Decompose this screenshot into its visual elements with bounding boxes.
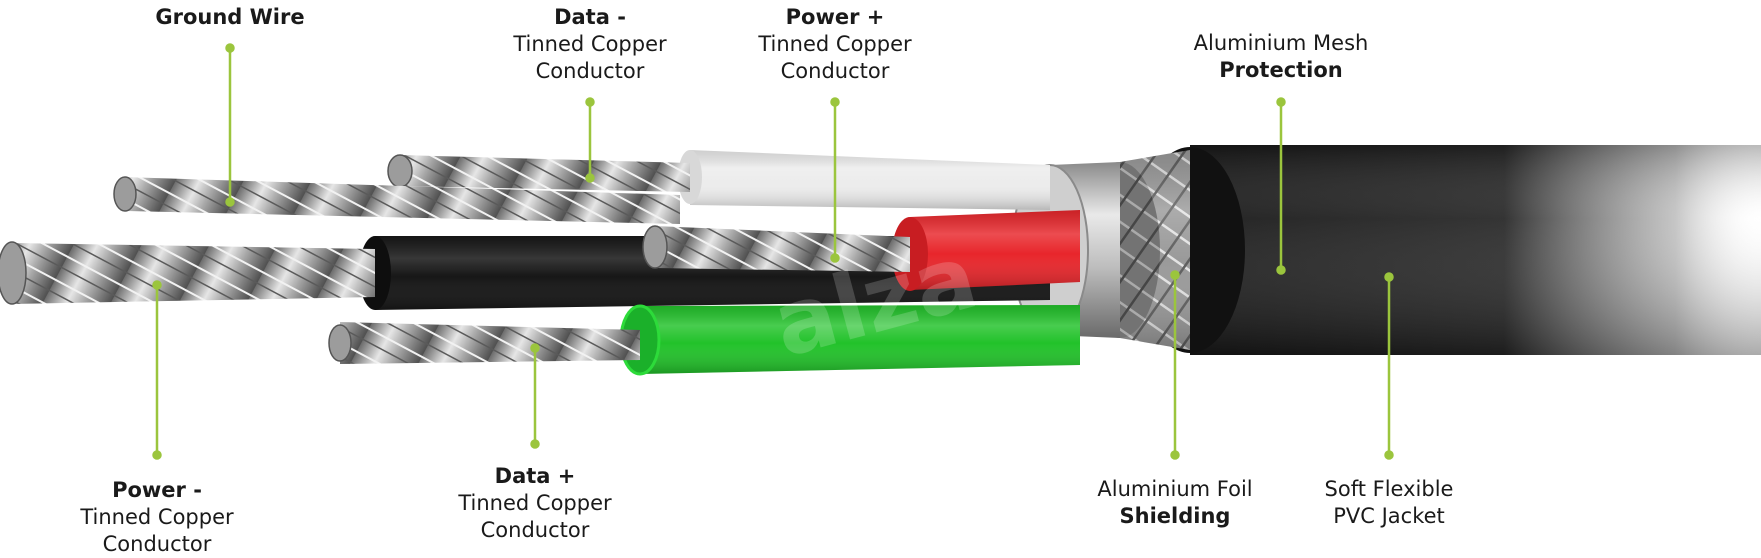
leader-ground [225,43,235,207]
pvc-jacket [1135,145,1761,355]
label-power-plus-title: Power + [785,5,885,29]
label-power-minus-line1: Tinned Copper [80,505,234,529]
label-jacket-line1: Soft Flexible [1324,477,1454,501]
label-power-minus: Power - Tinned Copper Conductor [57,477,257,558]
label-power-plus-line2: Conductor [780,59,890,83]
label-aluminium-mesh: Aluminium Mesh Protection [1171,30,1391,84]
label-aluminium-foil: Aluminium Foil Shielding [1065,476,1285,530]
label-pvc-jacket: Soft Flexible PVC Jacket [1289,476,1489,530]
label-data-plus-line2: Conductor [480,518,590,542]
leader-power-plus [830,97,840,263]
leader-data-plus [530,343,540,449]
label-power-plus: Power + Tinned Copper Conductor [735,4,935,85]
label-data-minus-line2: Conductor [535,59,645,83]
label-data-plus: Data + Tinned Copper Conductor [435,463,635,544]
label-power-minus-title: Power - [112,478,202,502]
leader-lines [152,43,1394,460]
label-data-minus-line1: Tinned Copper [513,32,667,56]
leader-jacket [1384,272,1394,460]
data-minus-wire [387,150,1050,210]
label-mesh-title: Protection [1219,58,1343,82]
leader-mesh [1276,97,1286,275]
leader-power-minus [152,280,162,460]
label-foil-line1: Aluminium Foil [1097,477,1253,501]
label-foil-title: Shielding [1119,504,1231,528]
label-data-minus: Data - Tinned Copper Conductor [490,4,690,85]
label-power-plus-line1: Tinned Copper [758,32,912,56]
label-ground-wire: Ground Wire [130,4,330,31]
data-plus-wire [328,304,1080,376]
label-jacket-line2: PVC Jacket [1333,504,1445,528]
label-data-plus-line1: Tinned Copper [458,491,612,515]
label-power-minus-line2: Conductor [102,532,212,556]
leader-data-minus [585,97,595,183]
power-plus-wire [642,210,1080,291]
label-data-plus-title: Data + [494,464,576,488]
label-ground-title: Ground Wire [155,5,305,29]
leader-foil [1170,270,1180,460]
label-data-minus-title: Data - [554,5,626,29]
ground-wire [113,176,680,224]
label-mesh-line1: Aluminium Mesh [1193,31,1369,55]
